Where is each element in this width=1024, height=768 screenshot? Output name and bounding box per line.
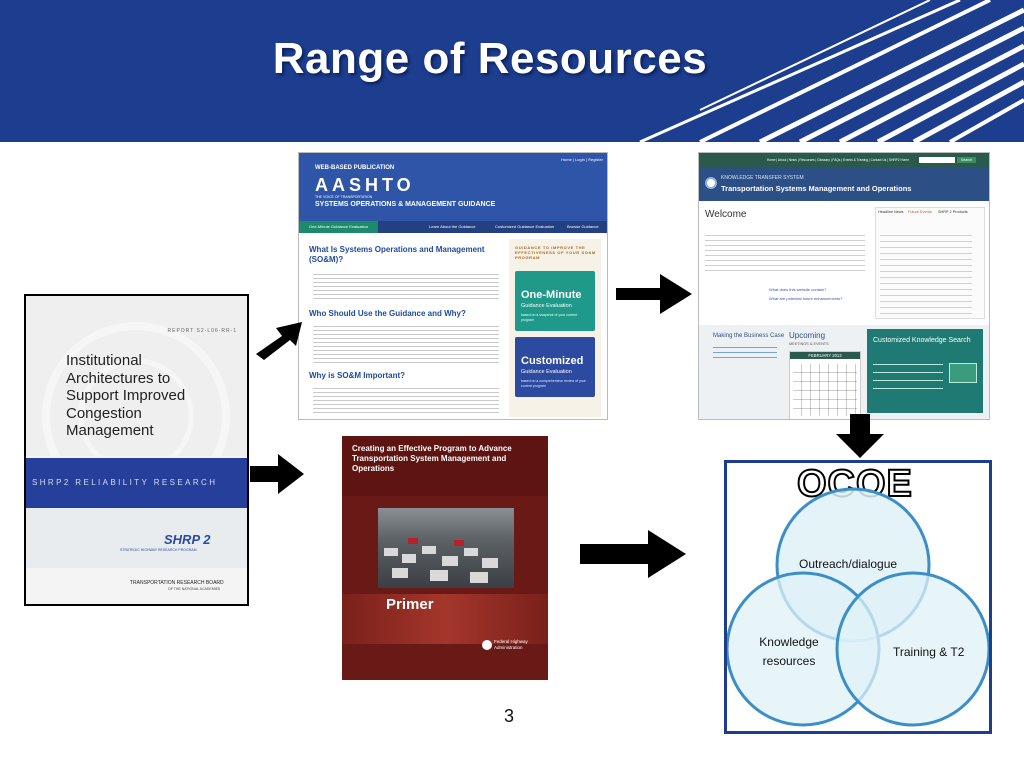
aashto-kicker: WEB-BASED PUBLICATION [315, 165, 395, 171]
ktss-business-case: Making the Business Case [713, 333, 785, 339]
box1-title: One-Minute [521, 289, 582, 301]
ktss-search-title: Customized Knowledge Search [873, 337, 971, 344]
ktss-site-title: Transportation Systems Management and Op… [721, 184, 912, 193]
primer-title: Creating an Effective Program to Advance… [352, 444, 512, 473]
ktss-topbar: Home | About | News | Resources | Glossa… [699, 153, 989, 167]
venn-circle-training [835, 571, 989, 727]
ktss-tab-future[interactable]: Future Events [908, 210, 932, 214]
nav-browse[interactable]: Browse Guidance [567, 224, 599, 229]
ktss-upcoming: Upcoming [789, 331, 826, 340]
ktss-meetings: MEETINGS & EVENTS [789, 342, 829, 346]
box2-title: Customized [521, 355, 584, 367]
calendar-month: FEBRUARY 2013 [790, 352, 860, 359]
venn-label-knowledge: Knowledge resources [759, 635, 819, 668]
venn-label-outreach: Outreach/dialogue [799, 557, 898, 571]
aashto-logo: AASHTO [315, 175, 415, 195]
primer-label: Primer [386, 596, 434, 613]
aashto-heading: SYSTEMS OPERATIONS & MANAGEMENT GUIDANCE [315, 201, 496, 208]
report-band-text: SHRP2 RELIABILITY RESEARCH [32, 478, 218, 487]
report-title: Institutional Architectures to Support I… [66, 352, 185, 440]
slide-title: Range of Resources [272, 34, 708, 83]
primer-band [342, 594, 548, 644]
venn-label-training: Training & T2 [893, 645, 965, 659]
box1-note: based on a snapshot of your current prog… [521, 313, 578, 322]
aashto-text-block [313, 385, 499, 415]
arrow-down-icon [836, 414, 884, 458]
ktss-logo-icon [705, 177, 717, 189]
ktss-tab-products[interactable]: SHRP 2 Products [938, 210, 968, 214]
ktss-search-graphic [949, 363, 977, 383]
nav-learn[interactable]: Learn About the Guidance [429, 224, 476, 229]
ktss-link[interactable]: What does this website contain? [769, 287, 827, 292]
ktss-search-lines [873, 357, 943, 391]
box1-sub: Guidance Evaluation [521, 303, 572, 309]
arrow-icon [250, 454, 304, 494]
aashto-h1: What Is Systems Operations and Managemen… [309, 245, 485, 264]
ktss-system-label: KNOWLEDGE TRANSFER SYSTEM [721, 175, 804, 181]
aashto-website-screenshot: WEB-BASED PUBLICATION Home | Login | Reg… [298, 152, 608, 420]
slide-header: Range of Resources [0, 0, 1024, 142]
nav-one-minute[interactable]: One-Minute Guidance Evaluation [299, 221, 378, 233]
ktss-welcome-text [705, 231, 865, 275]
report-title-line: Management [66, 422, 154, 439]
ktss-link[interactable]: What are potential future enhancements? [769, 296, 843, 301]
report-code: REPORT S2-L06-RR-1 [167, 328, 237, 334]
aashto-side-heading: GUIDANCE TO IMPROVE THE EFFECTIVENESS OF… [515, 245, 596, 260]
report-publisher-sub: OF THE NATIONAL ACADEMIES [168, 587, 221, 591]
ktss-calendar: FEBRUARY 2013 [789, 351, 861, 419]
calendar-grid [793, 364, 857, 416]
venn-diagram [727, 487, 989, 727]
primer-cover: Creating an Effective Program to Advance… [342, 436, 548, 680]
box2-sub: Guidance Evaluation [521, 369, 572, 375]
report-lower [26, 508, 247, 568]
aashto-text-block [313, 271, 499, 301]
ocoe-diagram: OCOE Outreach/dialogue Knowledge resourc… [724, 460, 992, 734]
ktss-news-panel: Headline News Future Events SHRP 2 Produ… [875, 207, 985, 319]
report-band: SHRP2 RELIABILITY RESEARCH [26, 458, 247, 508]
ktss-news-list [880, 230, 972, 314]
traffic-cars-graphic [384, 538, 498, 583]
aashto-text-block [313, 323, 499, 363]
ktss-banner: KNOWLEDGE TRANSFER SYSTEM Transportation… [699, 167, 989, 201]
road-stripes-graphic [639, 0, 1024, 142]
arrow-icon [616, 274, 692, 314]
one-minute-box[interactable]: One-Minute Guidance Evaluation based on … [515, 271, 595, 331]
aashto-logo-tagline: THE VOICE OF TRANSPORTATION [315, 195, 373, 199]
ktss-top-links: Home | About | News | Resources | Glossa… [767, 158, 909, 162]
report-publisher: TRANSPORTATION RESEARCH BOARD [130, 580, 224, 586]
aashto-banner: WEB-BASED PUBLICATION Home | Login | Reg… [299, 153, 607, 221]
customized-box[interactable]: Customized Guidance Evaluation based on … [515, 337, 595, 397]
fhwa-logo-icon [482, 640, 492, 650]
ktss-search-input[interactable] [919, 157, 955, 163]
report-title-line: Congestion [66, 404, 142, 422]
ktss-business-text [713, 343, 777, 361]
box2-note: based on a comprehensive review of your … [521, 379, 586, 388]
report-title-line: Support Improved [66, 387, 186, 404]
ktss-search-box[interactable]: Customized Knowledge Search [867, 329, 983, 413]
ktss-website-screenshot: Home | About | News | Resources | Glossa… [698, 152, 990, 420]
report-cover: REPORT S2-L06-RR-1 Institutional Archite… [24, 294, 249, 606]
report-title-line: Architectures to [66, 369, 171, 387]
primer-top [342, 436, 548, 496]
ktss-welcome: Welcome [705, 209, 747, 220]
report-title-line: Institutional [66, 352, 142, 369]
ktss-search-button[interactable]: Search [957, 157, 977, 163]
arrow-icon [580, 530, 686, 578]
aashto-h2: Who Should Use the Guidance and Why? [309, 309, 466, 318]
aashto-nav: One-Minute Guidance Evaluation Learn Abo… [299, 221, 607, 233]
nav-customized[interactable]: Customized Guidance Evaluation [495, 224, 555, 229]
ktss-tab-headline[interactable]: Headline News [878, 210, 904, 214]
page-number: 3 [504, 706, 515, 726]
primer-traffic-image [378, 508, 514, 588]
aashto-h3: Why is SO&M Important? [309, 371, 405, 380]
shrp2-logo-subtext: STRATEGIC HIGHWAY RESEARCH PROGRAM [120, 548, 197, 552]
cover-pattern [26, 296, 247, 456]
aashto-top-links: Home | Login | Register [561, 157, 603, 162]
primer-agency: Federal Highway Administration [494, 639, 528, 650]
arrow-icon [256, 322, 302, 360]
aashto-sidebar: GUIDANCE TO IMPROVE THE EFFECTIVENESS OF… [509, 239, 601, 417]
shrp2-logo: SHRP 2 [164, 532, 211, 547]
